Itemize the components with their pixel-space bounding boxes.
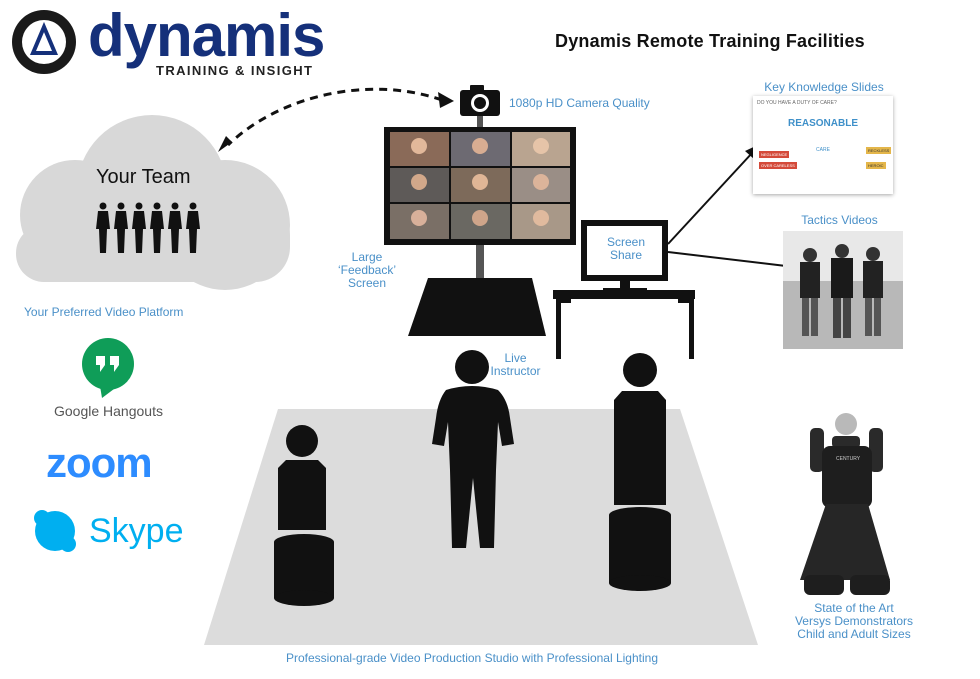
- tactics-label: Tactics Videos: [801, 213, 878, 227]
- skype-icon: [34, 510, 76, 552]
- key-slides-label: Key Knowledge Slides: [764, 80, 884, 94]
- screen-share-line: Share: [609, 248, 643, 262]
- versys-chest-text: CENTURY: [836, 456, 861, 462]
- screen-share-label: Screen Share: [593, 236, 659, 262]
- slide-center-label: CARE: [816, 147, 830, 153]
- camera-icon: [460, 85, 500, 128]
- skype-wordmark: Skype: [89, 512, 184, 550]
- feedback-screen: [384, 127, 576, 336]
- key-slide-card: DO YOU HAVE A DUTY OF CARE? REASONABLE C…: [753, 96, 893, 194]
- team-figures: [96, 202, 200, 253]
- versys-label: State of the Art Versys Demonstrators Ch…: [769, 602, 939, 641]
- versys-demonstrator: [800, 413, 890, 595]
- versys-label-line: Child and Adult Sizes: [797, 627, 911, 641]
- video-call-grid: [390, 132, 570, 239]
- feedback-label-line: Screen: [347, 276, 387, 290]
- zoom-wordmark: zoom: [46, 439, 153, 486]
- slide-tag-left: OVER CARELESS: [759, 162, 797, 169]
- slide-tag-right: RECKLESS: [866, 147, 892, 154]
- screen-share-monitor: [581, 220, 668, 292]
- slide-tag-right: HEROIC: [866, 162, 886, 169]
- tactics-video-photo: [783, 231, 903, 349]
- brand-wordmark: dynamis: [88, 2, 325, 69]
- slide-heading: REASONABLE: [787, 118, 858, 129]
- feedback-label-line: ‘Feedback’: [337, 263, 397, 277]
- instructor-figure: [432, 350, 514, 548]
- cloud-label: Your Team: [96, 166, 191, 188]
- slide-question: DO YOU HAVE A DUTY OF CARE?: [757, 100, 837, 106]
- versys-label-line: State of the Art: [814, 601, 894, 615]
- instructor-label-line: Instructor: [490, 364, 541, 378]
- google-hangouts-icon: [82, 338, 134, 398]
- instructor-label-line: Live: [504, 351, 527, 365]
- instructor-label: Live Instructor: [478, 352, 553, 378]
- hangouts-wordmark: Google Hangouts: [54, 403, 163, 419]
- pedestal-figure-left: [274, 425, 334, 606]
- logo-emblem: [12, 10, 76, 74]
- dashed-link-arrow: [218, 87, 454, 152]
- pedestal-figure-right: [609, 353, 671, 591]
- camera-label: 1080p HD Camera Quality: [509, 96, 650, 110]
- desk: [553, 290, 695, 359]
- studio-label: Professional-grade Video Production Stud…: [286, 651, 659, 665]
- brand-tagline: TRAINING & INSIGHT: [156, 63, 314, 78]
- platform-label: Your Preferred Video Platform: [24, 305, 184, 319]
- screen-share-line: Screen: [606, 235, 646, 249]
- slide-tag-left: NEGLIGENCE: [759, 151, 790, 158]
- cloud-shape: [16, 115, 290, 290]
- versys-label-line: Versys Demonstrators: [794, 614, 914, 628]
- feedback-screen-label: Large ‘Feedback’ Screen: [318, 251, 416, 290]
- page-title: Dynamis Remote Training Facilities: [555, 31, 865, 51]
- feedback-label-line: Large: [351, 250, 383, 264]
